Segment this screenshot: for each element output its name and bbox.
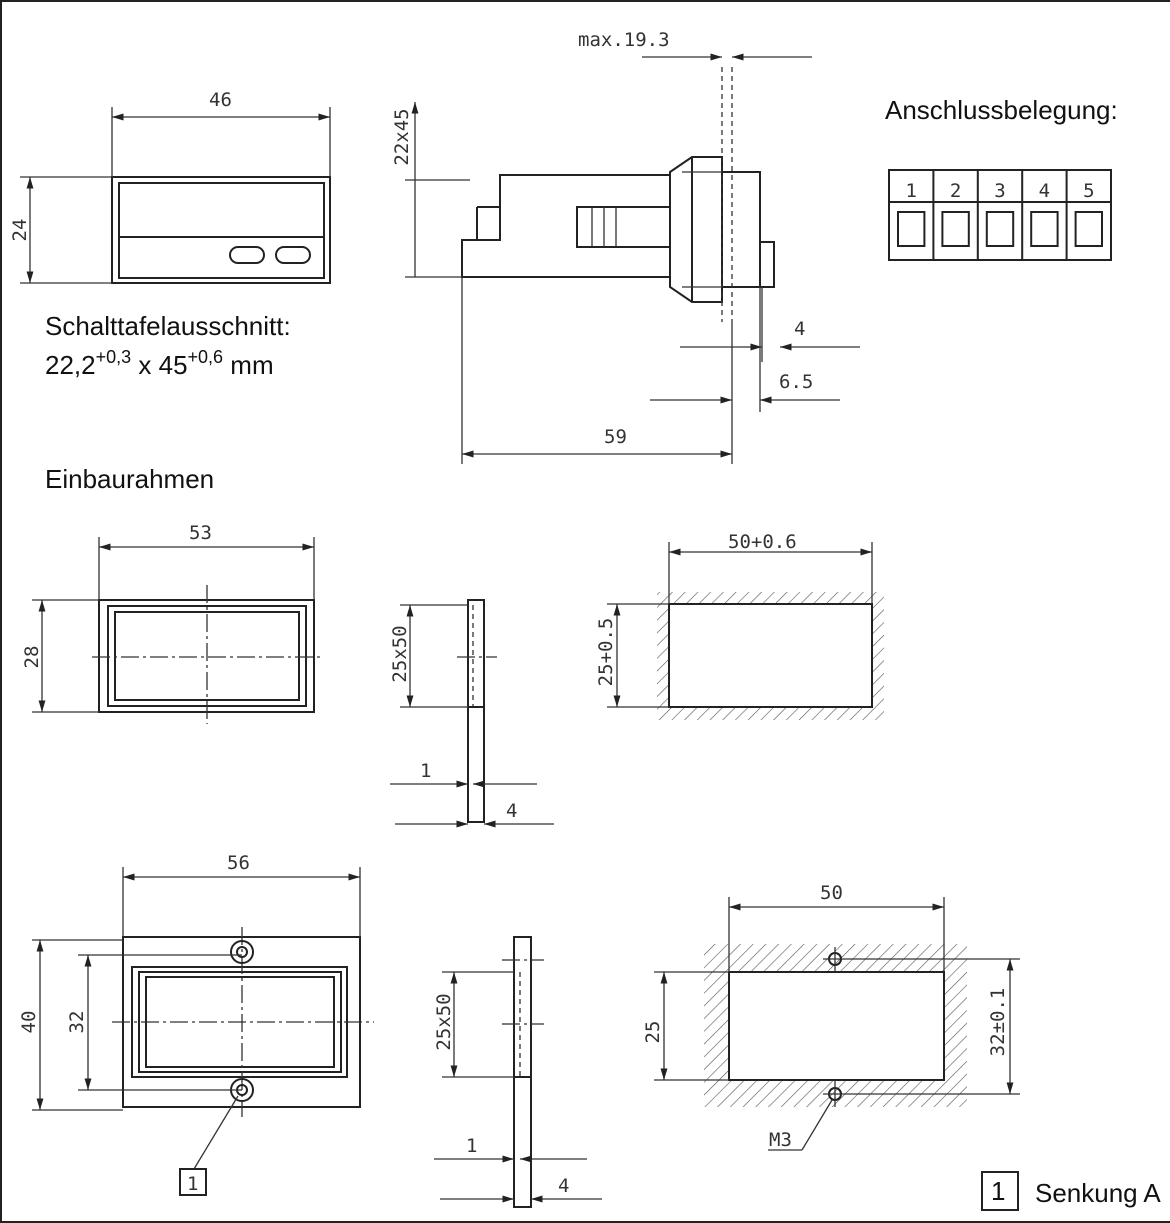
dim-front-height: 24 [9, 219, 31, 242]
dim-front-width: 46 [209, 89, 232, 111]
device-front-view: 46 24 [9, 89, 331, 284]
callout-number: 1 [187, 1173, 198, 1195]
legend: 1 Senkung A [981, 1171, 1161, 1211]
dim-side-max: max.19.3 [578, 29, 670, 51]
dim-frame2-t1: 1 [466, 1135, 477, 1157]
cutout1-view: 50+0.6 25+0.5 [595, 531, 884, 720]
terminal-assignment: Anschlussbelegung: 1 2 3 4 5 [885, 95, 1118, 261]
dim-frame1-t4: 4 [506, 800, 517, 822]
dim-cut2-height: 25 [642, 1021, 664, 1044]
cutout2-view: 50 25 32±0.1 M3 [642, 882, 1020, 1151]
dim-cut2-holes: 32±0.1 [987, 988, 1009, 1057]
legend-number: 1 [991, 1176, 1005, 1206]
terminal-socket [985, 211, 1015, 247]
dim-cut2-width: 50 [820, 882, 843, 904]
dim-frame2-inner: 32 [66, 1011, 88, 1034]
dim-frame1-side: 25x50 [389, 625, 411, 682]
device-side-view: max.19.3 22x45 4 6.5 59 [391, 29, 860, 464]
dim-cut2-thread: M3 [769, 1129, 792, 1151]
legend-text: Senkung A [1035, 1178, 1161, 1208]
terminal-socket [941, 211, 970, 247]
terminal-list: 1 2 3 4 5 [897, 170, 1103, 260]
terminal-number: 2 [950, 180, 961, 202]
dim-side-65: 6.5 [779, 371, 813, 393]
dim-cut1-width: 50+0.6 [728, 531, 797, 553]
dim-frame2-width: 56 [227, 852, 250, 874]
terminal-socket [1074, 211, 1103, 247]
dim-cut1-height: 25+0.5 [595, 618, 617, 687]
terminal-number: 1 [905, 180, 916, 202]
dim-side-59: 59 [604, 426, 627, 448]
terminal-socket [897, 211, 926, 247]
dim-frame1-width: 53 [189, 522, 212, 544]
anschluss-label: Anschlussbelegung: [885, 95, 1118, 125]
dim-frame1-height: 28 [21, 646, 43, 669]
terminal-number: 5 [1083, 180, 1094, 202]
frame1-side-view: 25x50 1 4 [389, 599, 554, 828]
dim-frame2-side: 25x50 [433, 993, 455, 1050]
schalttafel-label: Schalttafelausschnitt: [45, 311, 291, 341]
terminal-number: 3 [994, 180, 1005, 202]
terminal-socket [1030, 211, 1059, 247]
frame2-front-view: 56 40 32 1 [18, 852, 374, 1196]
einbaurahmen-label: Einbaurahmen [45, 464, 214, 494]
terminal-number: 4 [1039, 180, 1050, 202]
dim-frame2-height: 40 [18, 1011, 40, 1034]
dim-frame1-t1: 1 [420, 760, 431, 782]
frame1-front-view: 53 28 [21, 522, 324, 724]
dim-frame2-t4: 4 [558, 1175, 569, 1197]
frame2-side-view: 25x50 1 4 [433, 936, 602, 1208]
dim-side-4: 4 [794, 318, 805, 340]
schalttafel-size: 22,2+0,3 x 45+0,6 mm [45, 347, 274, 380]
dim-side-height: 22x45 [391, 108, 413, 165]
